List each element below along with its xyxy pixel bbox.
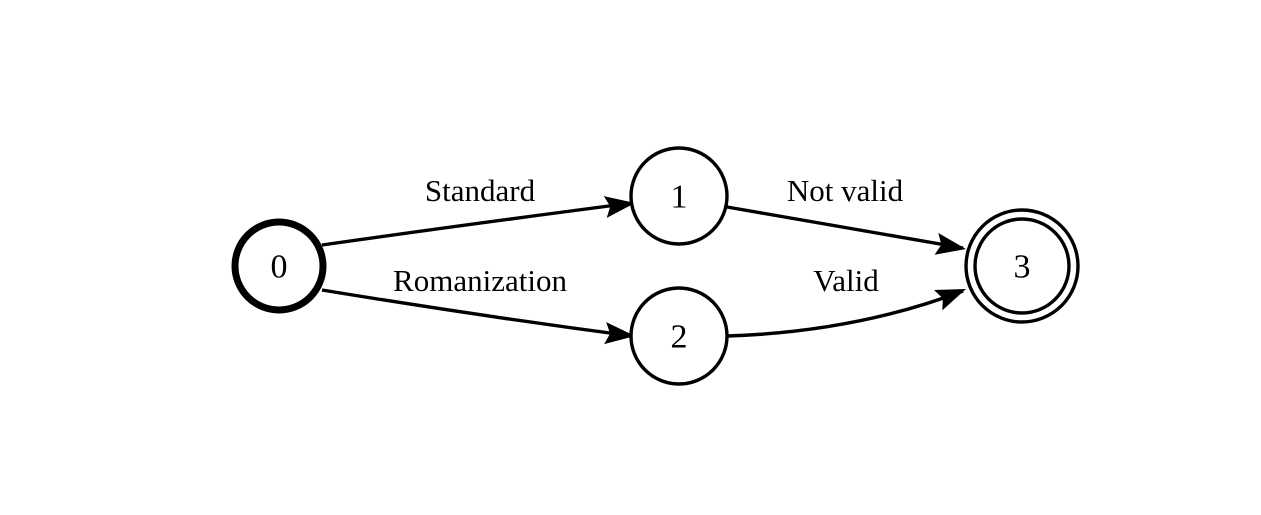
arrowhead-icon-valid: [934, 289, 966, 311]
edge-path-valid: [726, 289, 964, 338]
arrowhead-icon-not-valid: [934, 233, 966, 255]
edge-labels-layer: Standard Romanization Not valid Valid: [393, 173, 904, 298]
transition-0-to-1[interactable]: [321, 192, 636, 247]
state-1-label: 1: [671, 179, 688, 216]
state-node-2[interactable]: 2: [629, 286, 729, 386]
transition-0-to-2[interactable]: [321, 288, 636, 347]
state-3-inner-circle: [973, 217, 1071, 315]
arrowhead-icon-standard: [603, 196, 635, 218]
state-node-1[interactable]: 1: [629, 146, 729, 246]
state-2-label: 2: [671, 319, 688, 356]
edge-path-romanization: [321, 288, 633, 338]
state-2-circle: [629, 286, 729, 386]
edge-path-not-valid: [726, 205, 964, 250]
state-3-label: 3: [1014, 249, 1031, 286]
edge-label-valid: Valid: [813, 263, 879, 298]
state-node-0[interactable]: 0: [231, 218, 327, 314]
state-0-label: 0: [271, 249, 288, 286]
state-1-circle: [629, 146, 729, 246]
edge-label-standard: Standard: [425, 173, 536, 208]
state-node-3[interactable]: 3: [964, 208, 1080, 324]
states-layer: 0 1 2 3: [231, 146, 1080, 386]
transition-2-to-3[interactable]: [726, 279, 970, 338]
arrowhead-icon-romanization: [604, 322, 635, 345]
edge-label-romanization: Romanization: [393, 263, 567, 298]
edge-path-standard: [321, 201, 633, 247]
transition-1-to-3[interactable]: [726, 205, 968, 260]
edge-label-not-valid: Not valid: [787, 173, 904, 208]
state-0-circle: [231, 218, 327, 314]
transitions-layer: [321, 192, 970, 347]
